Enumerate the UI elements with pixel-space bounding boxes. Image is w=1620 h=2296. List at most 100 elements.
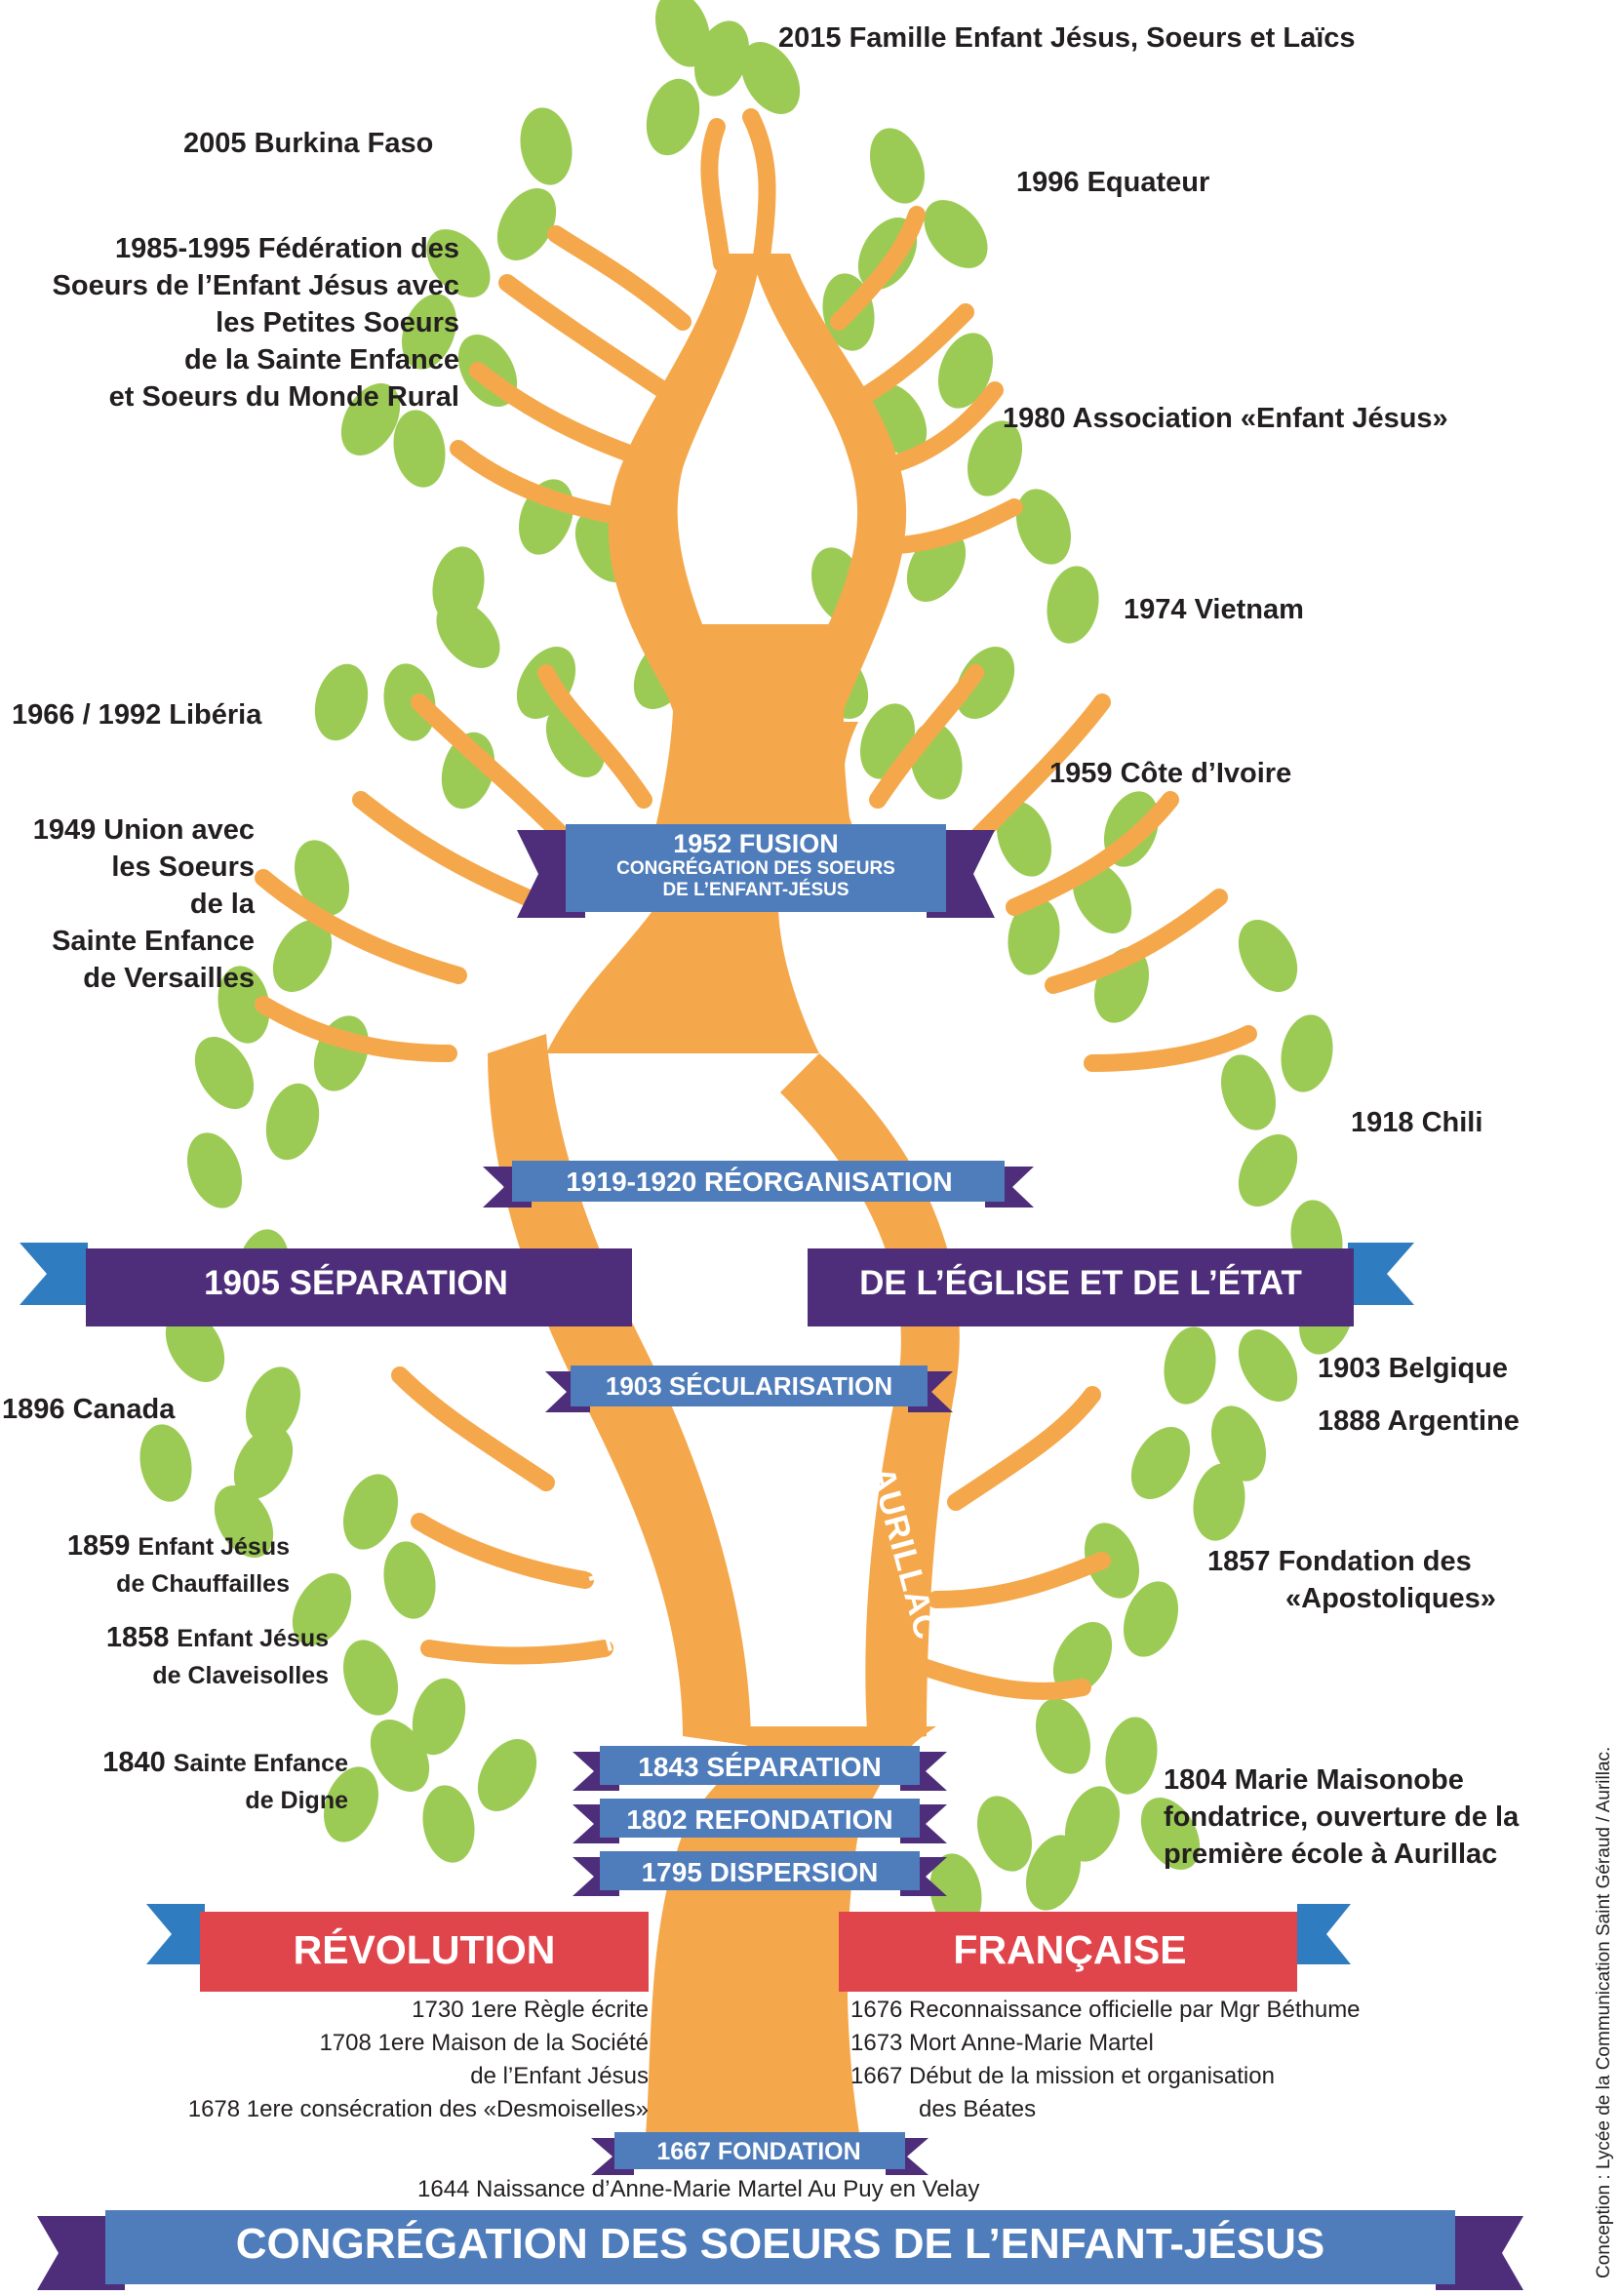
leaf xyxy=(1238,1329,1298,1402)
leaf xyxy=(1105,1717,1158,1795)
label-2015: 2015 Famille Enfant Jésus, Soeurs et Laï… xyxy=(778,22,1356,54)
leaf xyxy=(646,78,700,156)
leaf xyxy=(976,1796,1033,1872)
banner-reorganisation-body xyxy=(512,1161,1005,1202)
leaf xyxy=(294,840,350,916)
banner-1905-right-body xyxy=(808,1248,1354,1326)
leaf xyxy=(1140,1798,1201,1870)
birth-line: 1644 Naissance d’Anne-Marie Martel Au Pu… xyxy=(417,2176,980,2202)
banner-1843-body xyxy=(600,1746,920,1785)
history-left: 1730 1ere Règle écrite 1708 1ere Maison … xyxy=(187,1997,649,2122)
leaf xyxy=(955,647,1015,719)
banner-secularisation-body xyxy=(571,1366,928,1406)
banner-separation-left: 1905 SÉPARATION xyxy=(204,1264,508,1302)
label-1996: 1996 Equateur xyxy=(1016,167,1210,198)
banner-bottom-body xyxy=(105,2210,1455,2284)
leaf xyxy=(929,1853,982,1931)
leaf xyxy=(217,966,270,1044)
leaf xyxy=(1238,1134,1298,1207)
leaf xyxy=(1035,1698,1091,1774)
leaf xyxy=(869,128,926,204)
label-1896: 1896 Canada xyxy=(2,1394,176,1425)
label-2005: 2005 Burkina Faso xyxy=(183,128,434,159)
banner-separation-right: DE L’ÉGLISE ET DE L’ÉTAT xyxy=(859,1264,1302,1302)
leaf xyxy=(1210,1405,1267,1482)
leaf xyxy=(1015,489,1072,565)
credit-text: Conception : Lycée de la Communication S… xyxy=(1594,1746,1614,2278)
label-1857: 1857 Fondation des «Apostoliques» xyxy=(1207,1546,1496,1614)
leaf xyxy=(1123,1581,1179,1657)
leaf xyxy=(265,1083,320,1161)
banner-1667-fondation: 1667 FONDATION xyxy=(656,2138,861,2165)
leaf xyxy=(654,0,711,67)
leaf xyxy=(245,1366,301,1443)
leaf xyxy=(436,600,500,668)
leaf xyxy=(292,1573,352,1645)
branch-aurillac xyxy=(780,1053,960,1746)
banner-revolution-left: RÉVOLUTION xyxy=(293,1927,556,1972)
leaf xyxy=(740,42,801,114)
banner-bottom-tail-right xyxy=(1436,2216,1523,2290)
leaf xyxy=(1130,1427,1191,1499)
banner-1795: 1795 DISPERSION xyxy=(641,1857,879,1887)
leaf xyxy=(401,294,457,370)
banner-shapes xyxy=(20,824,1523,2290)
label-1974: 1974 Vietnam xyxy=(1124,594,1304,625)
leaf xyxy=(186,1132,243,1208)
banner-1802-body xyxy=(600,1799,920,1838)
leaf xyxy=(342,1474,399,1550)
banner-1905-tail-right xyxy=(1348,1243,1414,1305)
leaf xyxy=(1008,897,1060,975)
leaf xyxy=(340,383,401,455)
banner-revolution-left-body xyxy=(200,1912,649,1992)
label-1888: 1888 Argentine xyxy=(1318,1405,1520,1437)
leaf xyxy=(1025,1835,1082,1911)
leaf xyxy=(693,20,750,97)
label-1859: 1859 Enfant Jésus de Chauffailles xyxy=(66,1530,290,1598)
leaf xyxy=(139,1424,192,1502)
banner-fusion-body xyxy=(566,824,946,912)
history-right: 1676 Reconnaissance officielle par Mgr B… xyxy=(850,1997,1361,2122)
twigs xyxy=(255,108,1257,1700)
leaf xyxy=(393,410,446,488)
leaf xyxy=(214,1485,274,1558)
leaf xyxy=(520,107,573,185)
label-1966-1992: 1966 / 1992 Libéria xyxy=(12,699,262,731)
leaf xyxy=(1193,1463,1245,1541)
leaf xyxy=(194,1037,255,1109)
leaf xyxy=(1064,1786,1121,1862)
leaf xyxy=(165,1310,225,1382)
banner-revolution-tail-right xyxy=(1297,1904,1351,1964)
label-1840: 1840 Sainte Enfance de Digne xyxy=(102,1747,348,1814)
banner-revolution-right-body xyxy=(839,1912,1297,1992)
banner-bottom-title: CONGRÉGATION DES SOEURS DE L’ENFANT-JÉSU… xyxy=(235,2220,1325,2268)
banner-fusion-title: 1952 FUSION xyxy=(673,829,839,858)
leaf xyxy=(426,229,491,297)
leaf xyxy=(996,801,1052,877)
banner-revolution-right: FRANÇAISE xyxy=(953,1927,1187,1972)
leaf xyxy=(924,200,988,268)
crown-left xyxy=(608,254,761,722)
label-1980: 1980 Association «Enfant Jésus» xyxy=(1003,403,1448,434)
banner-1802: 1802 REFONDATION xyxy=(626,1804,893,1835)
leaf xyxy=(323,1766,379,1842)
label-1985-1995: 1985-1995 Fédération des Soeurs de l’Enf… xyxy=(52,233,459,413)
leaf xyxy=(967,420,1023,496)
label-1959: 1959 Côte d’Ivoire xyxy=(1049,758,1292,789)
banner-bottom-tail-left xyxy=(37,2216,125,2290)
leaf xyxy=(370,1720,430,1792)
leaf xyxy=(496,188,557,260)
label-1858: 1858 Enfant Jésus de Claveisolles xyxy=(105,1622,329,1689)
banner-reorganisation: 1919-1920 RÉORGANISATION xyxy=(566,1167,953,1197)
leaf xyxy=(937,333,994,409)
leaf xyxy=(314,663,369,741)
banner-fusion-line3: DE L’ENFANT-JÉSUS xyxy=(662,880,850,900)
label-1918: 1918 Chili xyxy=(1351,1107,1483,1138)
banner-1905-tail-left xyxy=(20,1243,88,1305)
leaf xyxy=(1084,1523,1140,1599)
leaf xyxy=(1047,566,1099,644)
label-1903-belgique: 1903 Belgique xyxy=(1318,1353,1509,1384)
leaf xyxy=(272,920,333,992)
leaf xyxy=(1220,1054,1277,1130)
